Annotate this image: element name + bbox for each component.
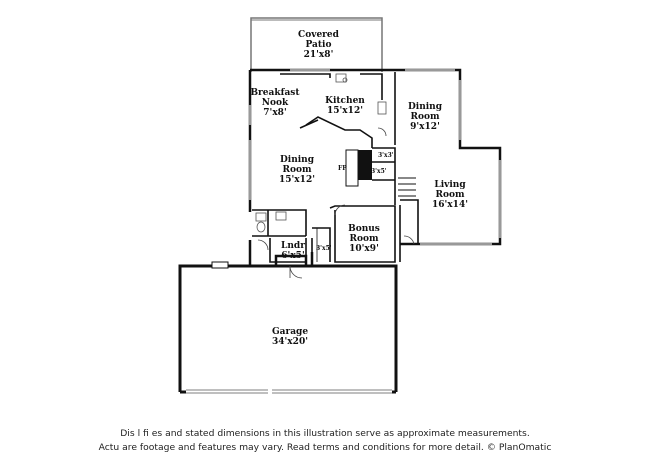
breakfast-nook-name-line2: Nook	[261, 98, 289, 108]
kitchen-dim: 15'x12'	[327, 106, 363, 116]
living-room-label: Living Room 16'x14'	[425, 180, 475, 210]
garage-dim: 34'x20'	[272, 337, 308, 347]
covered-patio-dim: 21'x8'	[303, 50, 334, 60]
living-room-name-line1: Living	[434, 180, 466, 190]
dining-room-right-label: Dining Room 9'x12'	[400, 102, 450, 132]
bonus-room-name-line1: Bonus	[348, 224, 380, 234]
disclaimer-text: Dis l fi es and stated dimensions in thi…	[0, 427, 650, 455]
laundry-name: Lndr	[281, 241, 305, 251]
garage-label: Garage 34'x20'	[262, 327, 318, 347]
garage-doors	[186, 389, 392, 394]
fireplace-label: FP	[338, 165, 347, 172]
breakfast-nook-dim: 7'x8'	[263, 108, 287, 118]
breakfast-nook-name-line1: Breakfast	[250, 88, 300, 98]
closet-hall-label: 3'x5'	[316, 245, 332, 252]
breakfast-nook-label: Breakfast Nook 7'x8'	[250, 88, 300, 118]
laundry-dim: 6'x5'	[281, 251, 305, 261]
door-swings	[257, 127, 415, 279]
disclaimer-line1: Dis l fi es and stated dimensions in thi…	[120, 428, 530, 439]
closet-mid-label: 3'x5'	[371, 168, 387, 175]
dining-room-right-name-line1: Dining	[407, 102, 443, 112]
closet-top-label: 3'x3'	[378, 152, 394, 159]
laundry-label: Lndr 6'x5'	[275, 241, 311, 261]
window-segments	[248, 68, 502, 246]
covered-patio-outline	[250, 17, 383, 72]
garage-step	[211, 261, 229, 269]
bonus-room-dim: 10'x9'	[349, 244, 379, 254]
living-room-name-line2: Room	[435, 190, 465, 200]
dining-room-main-name-line2: Room	[282, 165, 312, 175]
fireplace-hearth	[345, 149, 359, 187]
covered-patio-label: Covered Patio 21'x8'	[291, 30, 346, 60]
dining-room-main-dim: 15'x12'	[279, 175, 315, 185]
bonus-room-label: Bonus Room 10'x9'	[339, 224, 389, 254]
fixtures	[255, 73, 387, 233]
dining-room-main-label: Dining Room 15'x12'	[272, 155, 322, 185]
kitchen-label: Kitchen 15'x12'	[320, 96, 370, 116]
dining-room-right-dim: 9'x12'	[410, 122, 440, 132]
dining-room-main-name-line1: Dining	[279, 155, 315, 165]
garage-name: Garage	[271, 327, 309, 337]
living-room-dim: 16'x14'	[432, 200, 468, 210]
fireplace-block	[358, 150, 372, 180]
covered-patio-name-line2: Patio	[305, 40, 332, 50]
kitchen-name: Kitchen	[325, 96, 365, 106]
dining-room-right-name-line2: Room	[410, 112, 440, 122]
covered-patio-name-line1: Covered	[298, 30, 339, 40]
disclaimer-line2: Actu are footage and features may vary. …	[98, 442, 552, 453]
interior-walls	[252, 72, 419, 263]
garage-walls	[178, 264, 398, 394]
bonus-room-name-line2: Room	[349, 234, 379, 244]
